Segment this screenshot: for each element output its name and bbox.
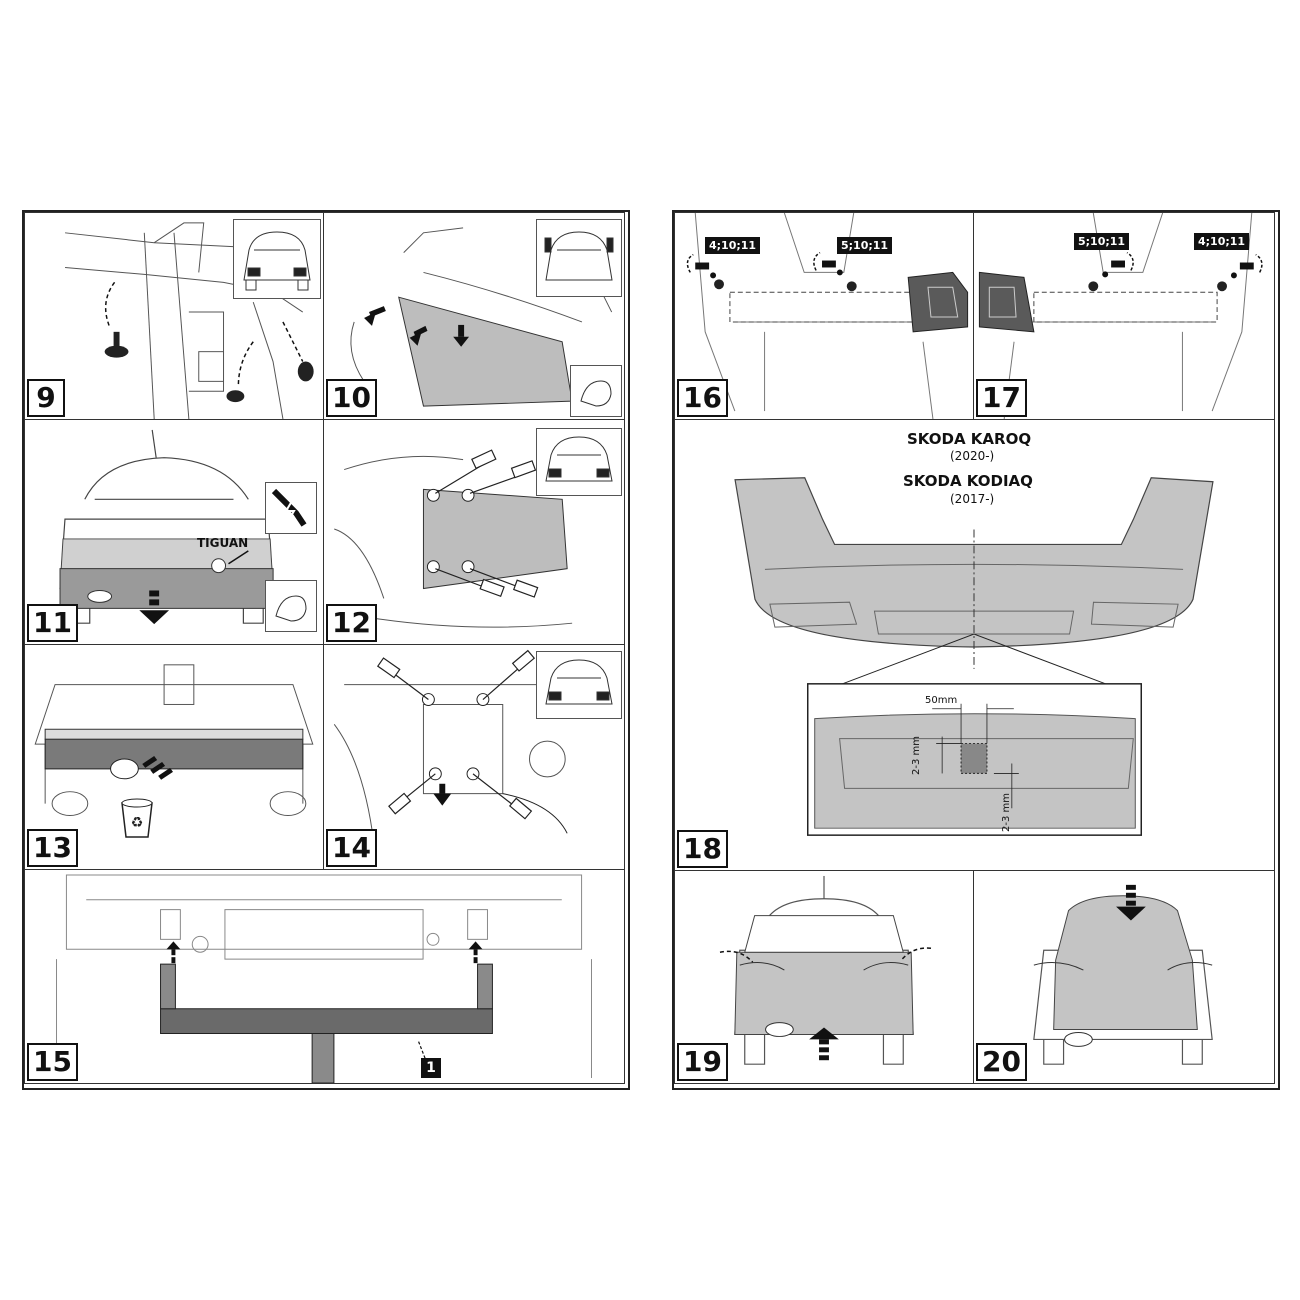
panel-step-9: 9	[24, 212, 324, 420]
car-rear-thumbnail-icon	[536, 219, 622, 297]
model-title-karoq: SKODA KAROQ	[907, 430, 1032, 448]
svg-text:♻: ♻	[131, 815, 144, 831]
step-14-illustration	[333, 649, 602, 844]
model-label-tiguan: TIGUAN	[197, 536, 249, 550]
panel-step-10: 10	[323, 212, 625, 420]
panel-step-15: 1 15	[24, 869, 625, 1084]
model-year-karoq: (2020-)	[950, 449, 995, 463]
step-number-17: 17	[976, 379, 1027, 417]
step-number-20: 20	[976, 1043, 1027, 1081]
step-12-illustration	[334, 449, 573, 628]
step-9-illustration	[65, 222, 314, 419]
callout-16-left: 4;10;11	[705, 237, 761, 254]
callout-16-right: 5;10;11	[837, 237, 893, 254]
panel-step-13: ♻ 13	[24, 644, 324, 870]
dimension-2-3mm-right: 2-3 mm	[1001, 793, 1012, 832]
step-number-9: 9	[27, 379, 65, 417]
step-number-18: 18	[677, 830, 728, 868]
dimension-50mm: 50mm	[925, 695, 958, 706]
step-20-illustration	[1033, 884, 1213, 1065]
step-11-illustration	[59, 429, 274, 625]
panel-step-14: 14	[323, 644, 625, 870]
panel-step-11: TIGUAN 11	[24, 419, 324, 645]
panel-step-17: 5;10;11 4;10;11 17	[973, 212, 1275, 420]
hand-clip-icon	[570, 365, 622, 417]
step-number-19: 19	[677, 1043, 728, 1081]
step-18-illustration	[734, 477, 1214, 836]
step-15-illustration	[56, 874, 592, 1083]
panel-step-18: SKODA KAROQ (2020-) SKODA KODIAQ (2017-)…	[674, 419, 1275, 871]
dimension-2-3mm-left: 2-3 mm	[911, 736, 922, 775]
callout-17-right: 4;10;11	[1194, 233, 1250, 250]
step-number-11: 11	[27, 604, 78, 642]
wire-plug-icon	[265, 482, 317, 534]
step-number-14: 14	[326, 829, 377, 867]
step-number-15: 15	[27, 1043, 78, 1081]
step-13-illustration	[34, 664, 314, 816]
step-number-16: 16	[677, 379, 728, 417]
model-year-kodiaq: (2017-)	[950, 492, 995, 506]
panel-step-16: 4;10;11 5;10;11 16	[674, 212, 974, 420]
step-number-10: 10	[326, 379, 377, 417]
car-rear-thumbnail-icon	[536, 428, 622, 496]
hand-clip-icon	[265, 580, 317, 632]
step-number-13: 13	[27, 829, 78, 867]
model-title-kodiaq: SKODA KODIAQ	[903, 472, 1033, 490]
step-17-illustration	[978, 213, 1263, 419]
panel-step-20: 20	[973, 870, 1275, 1084]
callout-17-left: 5;10;11	[1074, 233, 1130, 250]
panel-step-12: 12	[323, 419, 625, 645]
part-number-1: 1	[421, 1058, 441, 1078]
panel-step-19: 19	[674, 870, 974, 1084]
step-19-illustration	[719, 875, 932, 1065]
car-rear-thumbnail-icon	[536, 651, 622, 719]
car-rear-thumbnail-icon	[233, 219, 321, 299]
recycle-bin-icon: ♻	[117, 795, 157, 840]
step-number-12: 12	[326, 604, 377, 642]
